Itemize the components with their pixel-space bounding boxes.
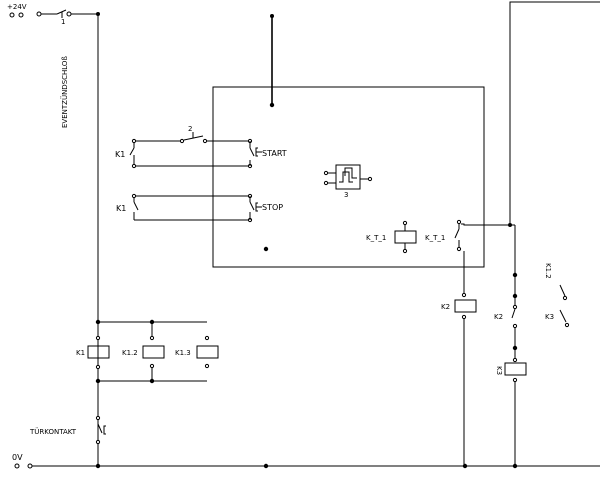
- ignition-switch: 1 EVENTZÜNDSCHLOß: [36, 9, 98, 128]
- k1-coil: K1: [76, 322, 110, 381]
- control-box: [212, 86, 485, 268]
- k3-coil-label: K3: [495, 366, 503, 375]
- start-rung: K1 2 START: [115, 125, 287, 169]
- k3-contact: K3: [545, 309, 570, 328]
- k13-coil-label: K1.3: [175, 349, 191, 357]
- kt1-to-rail-wire: [461, 223, 510, 226]
- node-dot: [269, 102, 275, 108]
- k12-contact: K1.2: [544, 263, 568, 301]
- node-dot: [96, 12, 100, 16]
- k2-contact: K2: [494, 304, 518, 329]
- ignition-switch-label: EVENTZÜNDSCHLOß: [60, 56, 69, 128]
- k13-coil: K1.3: [175, 335, 219, 369]
- kt1-contact-label: K_T_1: [425, 234, 445, 242]
- ignition-switch-number: 1: [61, 18, 65, 26]
- supply-plus-terminal: +24V: [7, 3, 27, 18]
- start-label: START: [262, 149, 287, 158]
- stop-rung: K1 STOP: [116, 193, 283, 223]
- right-branch: [510, 224, 518, 351]
- node-dot: [95, 463, 101, 469]
- supply-zero-terminal: 0V: [12, 453, 33, 469]
- kt1-contact: K_T_1: [425, 219, 462, 252]
- k1-start-contact-label: K1: [115, 150, 125, 159]
- k2-coil: K2: [441, 251, 477, 466]
- timer-block: 3: [323, 164, 373, 199]
- door-contact-label: TÜRKONTAKT: [29, 427, 77, 436]
- pushbutton-number: 2: [188, 125, 192, 133]
- k2-contact-label: K2: [494, 313, 503, 321]
- stop-label: STOP: [262, 203, 283, 212]
- k3-contact-label: K3: [545, 313, 554, 321]
- k1-coil-label: K1: [76, 349, 85, 357]
- k2-coil-label: K2: [441, 303, 450, 311]
- kt1-coil-label: K_T_1: [366, 234, 386, 242]
- k12-contact-label: K1.2: [544, 263, 552, 279]
- node-dot: [462, 463, 468, 469]
- node-dot: [263, 463, 269, 469]
- kt1-coil: K_T_1: [366, 220, 417, 254]
- supply-plus-label: +24V: [7, 3, 27, 11]
- supply-zero-label: 0V: [12, 453, 23, 462]
- k12-coil-label: K1.2: [122, 349, 138, 357]
- door-contact: TÜRKONTAKT: [29, 415, 106, 445]
- k12-coil: K1.2: [122, 322, 165, 381]
- right-rail: [509, 1, 600, 225]
- timer-number: 3: [344, 191, 348, 199]
- k1-stop-contact-label: K1: [116, 204, 126, 213]
- k3-coil: K3: [495, 348, 527, 466]
- node-dot: [263, 246, 269, 252]
- node-dot: [270, 14, 274, 18]
